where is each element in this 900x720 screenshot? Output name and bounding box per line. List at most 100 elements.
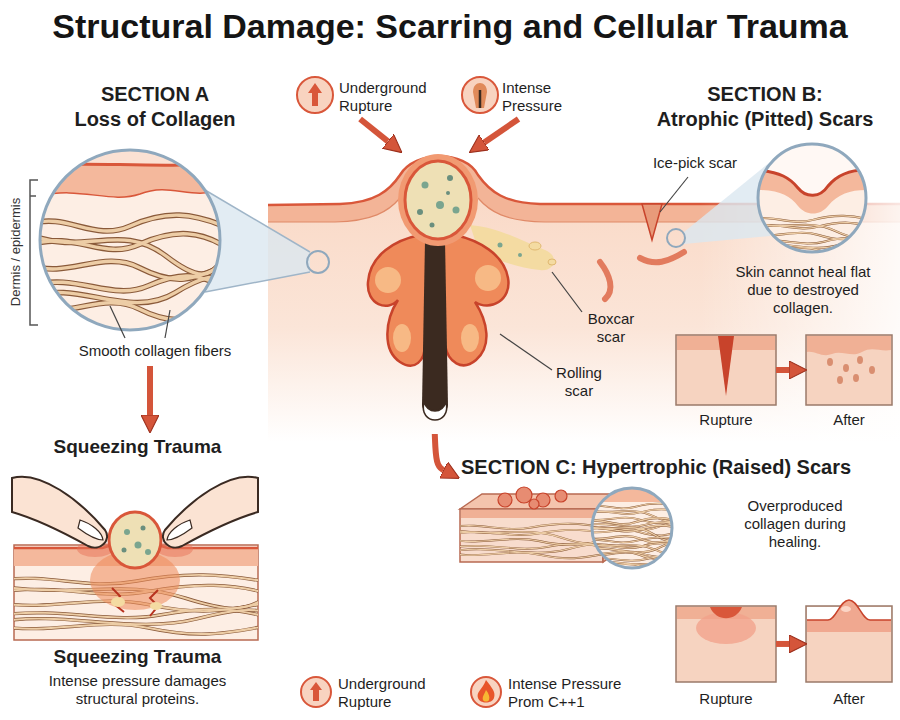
axis-label: Dermis / epidermis <box>8 177 24 327</box>
callout-label: Rolling scar <box>548 364 610 400</box>
collagen-zoom <box>31 215 229 320</box>
leader-line <box>110 306 125 338</box>
zoom-cone <box>667 162 770 247</box>
squeeze-illustration <box>150 602 162 610</box>
pimple-head <box>422 182 429 189</box>
before-box <box>676 606 776 682</box>
flame-icon <box>471 677 501 707</box>
icon-label: Underground Rupture <box>339 79 449 115</box>
pimple-head <box>405 161 471 239</box>
box-label: Rupture <box>676 411 776 429</box>
squeeze-illustration <box>167 520 192 540</box>
pimple-head <box>398 154 478 246</box>
callout-label: Ice-pick scar <box>650 154 740 172</box>
after-box <box>853 374 859 382</box>
flow-arrow <box>360 119 388 141</box>
squeeze-illustration <box>111 597 125 607</box>
squeeze-illustration <box>163 477 258 548</box>
after-box <box>827 358 833 366</box>
icon-label: Intense Pressure <box>502 79 588 115</box>
pitted-zoom <box>758 170 866 195</box>
inflamed-follicle <box>422 240 448 415</box>
pimple-head <box>436 201 444 209</box>
rupture-icon <box>310 682 322 701</box>
pimple-head <box>417 209 423 215</box>
dense-collagen-zoom <box>581 538 691 570</box>
scar-marks <box>600 262 610 299</box>
diagram-title: Structural Damage: Scarring and Cellular… <box>10 6 890 47</box>
pitted-zoom <box>758 170 866 214</box>
collagen-zoom <box>40 150 220 168</box>
after-box <box>857 356 863 364</box>
rupture-icon <box>297 77 333 113</box>
section-heading: SECTION B: <box>650 82 880 106</box>
pressure-icon <box>462 77 498 113</box>
before-box <box>676 335 776 405</box>
flow-arrow <box>147 366 153 415</box>
body-text: Intense pressure damages structural prot… <box>30 672 245 708</box>
squeeze-illustration <box>124 529 130 535</box>
leader-line <box>110 177 688 370</box>
bracket <box>30 195 36 197</box>
after-box <box>807 600 891 632</box>
scar-marks <box>600 204 684 299</box>
inflamed-follicle <box>375 267 401 293</box>
squeeze-illustration <box>12 477 107 548</box>
body-text: Overproduced collagen during healing. <box>730 497 860 551</box>
zoom-circle: Overproduced collagen during healing. <box>590 488 880 568</box>
inflamed-follicle <box>393 324 411 352</box>
pimple-head <box>453 207 460 214</box>
inflamed-follicle <box>423 402 446 420</box>
icon-item: Intense Pressure Prom C++1 <box>468 672 648 716</box>
trauma-panel: Squeezing TraumaSqueezing TraumaIntense … <box>10 432 265 716</box>
flow-arrow <box>484 119 518 142</box>
leader-line <box>660 177 688 212</box>
pressure-icon <box>462 77 498 113</box>
flame-icon <box>471 677 501 707</box>
before-box: Rupture <box>676 606 776 712</box>
panel-heading: Squeezing Trauma <box>10 436 265 459</box>
collagen-zoom <box>31 150 229 330</box>
box-label: Rupture <box>676 690 776 708</box>
after-box <box>843 364 849 372</box>
after-box: After <box>806 606 892 712</box>
leader-line <box>500 334 552 370</box>
zoom-cone <box>667 229 685 247</box>
icon-label: Underground Rupture <box>338 675 446 711</box>
after-box <box>806 335 892 405</box>
icon-item: Underground Rupture <box>298 672 448 716</box>
leader-line <box>165 310 170 338</box>
squeeze-illustration <box>78 520 103 540</box>
after-box <box>807 336 891 355</box>
after-box <box>837 376 843 384</box>
panel-heading: Squeezing Trauma <box>10 646 265 669</box>
pressure-icon <box>473 83 487 108</box>
squeeze-illustration <box>141 526 146 531</box>
after-box: After <box>806 335 892 433</box>
box-label: After <box>806 411 892 429</box>
bracket <box>30 180 38 325</box>
squeeze-illustration <box>135 542 142 549</box>
pus-spill <box>518 253 522 257</box>
leader-line <box>552 272 582 312</box>
after-box <box>806 600 892 682</box>
bracket <box>30 180 38 325</box>
flame-icon <box>478 680 495 703</box>
flame-icon <box>483 690 490 702</box>
collagen-zoom <box>40 190 220 197</box>
inflamed-follicle <box>475 265 501 291</box>
before-box <box>677 607 775 619</box>
pressure-icon <box>479 90 482 108</box>
before-box <box>676 335 776 405</box>
squeeze-illustration <box>112 588 124 612</box>
rupture-icon <box>308 83 322 106</box>
pus-spill <box>529 242 541 250</box>
squeeze-illustration <box>109 512 161 568</box>
inflamed-follicle <box>461 324 479 352</box>
before-box <box>676 606 776 682</box>
zoom-cone <box>307 251 329 273</box>
pus-spill <box>498 243 503 248</box>
raised-skin-block <box>529 499 539 509</box>
after-box <box>841 606 851 612</box>
flow-arrow <box>435 434 444 470</box>
